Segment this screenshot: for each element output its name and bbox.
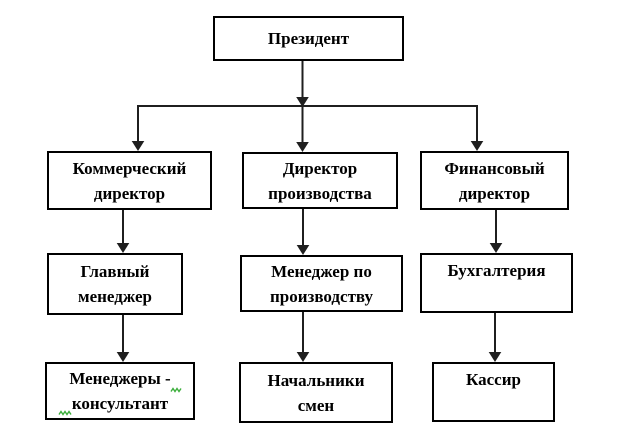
node-cashier: Кассир	[432, 362, 555, 422]
arrowhead-chief-manager	[116, 243, 130, 253]
arrowhead-financial	[470, 141, 484, 151]
node-shift-supervisors-line2: смен	[297, 395, 335, 415]
node-production-manager-line2: производству	[269, 286, 374, 306]
node-financial-director-line1: Финансовый	[444, 158, 545, 178]
arrowhead-production-dir	[296, 142, 309, 152]
node-financial-director-line2: директор	[458, 183, 531, 203]
arrowhead-accounting	[489, 243, 503, 253]
node-shift-supervisors: Начальники смен	[239, 362, 393, 423]
node-shift-supervisors-line1: Начальники	[267, 370, 365, 390]
arrowhead-cashier	[488, 352, 502, 362]
spellcheck-squiggle-icon	[170, 387, 182, 393]
node-manager-consultant: Менеджеры - консультант	[45, 362, 195, 420]
node-commercial-director: Коммерческий директор	[47, 151, 212, 210]
node-president: Президент	[213, 16, 404, 61]
node-accounting: Бухгалтерия	[420, 253, 573, 313]
node-manager-consultant-line1: Менеджеры -	[69, 369, 171, 388]
node-accounting-label: Бухгалтерия	[447, 261, 546, 280]
arrowhead-to-bus	[296, 97, 309, 107]
node-production-manager: Менеджер по производству	[240, 255, 403, 312]
arrowhead-commercial	[131, 141, 145, 151]
node-president-label: Президент	[267, 29, 350, 48]
node-chief-manager-line1: Главный	[80, 262, 150, 281]
node-chief-manager-line2: менеджер	[78, 287, 152, 306]
node-cashier-label: Кассир	[466, 370, 521, 389]
node-commercial-director-line1: Коммерческий	[72, 158, 187, 178]
node-financial-director: Финансовый директор	[420, 151, 569, 210]
arrowhead-consultant	[116, 352, 130, 362]
node-production-manager-line1: Менеджер по	[271, 261, 372, 281]
node-production-director: Директор производства	[242, 152, 398, 209]
node-production-director-line2: производства	[268, 183, 372, 203]
arrowhead-shifts	[296, 352, 310, 362]
node-production-director-line1: Директор	[282, 158, 358, 178]
arrowhead-production-mgr	[296, 245, 310, 255]
node-chief-manager: Главный менеджер	[47, 253, 183, 315]
node-commercial-director-line2: директор	[93, 183, 166, 203]
spellcheck-squiggle-icon	[58, 410, 72, 416]
node-manager-consultant-line2: консультант	[71, 394, 169, 413]
